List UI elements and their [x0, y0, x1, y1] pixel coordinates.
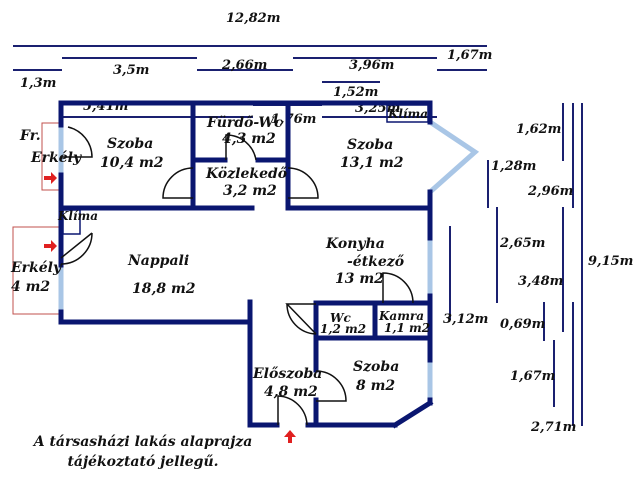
- room-label: -étkező: [347, 254, 405, 270]
- top-dimensions: 12,82m 1,3m 3,5m 2,66m 3,96m 1,67m 1,52m…: [13, 11, 492, 127]
- door-swing: [277, 395, 308, 426]
- dim-label: 0,69m: [500, 317, 545, 332]
- room-label: 13,1 m2: [340, 155, 404, 171]
- door-swing: [61, 126, 93, 158]
- dim-label: 3,12m: [443, 312, 488, 327]
- dim-label: 1,76m: [271, 112, 316, 127]
- dim-label: 3,96m: [349, 58, 394, 73]
- door-swing: [225, 134, 257, 161]
- dim-label: 2,65m: [499, 236, 545, 251]
- room-label: Erkély: [30, 150, 82, 166]
- dim-label: 1,67m: [447, 48, 492, 63]
- dim-label: 2,71m: [530, 420, 576, 435]
- klima-label: Klíma: [387, 107, 428, 121]
- walls: [58, 100, 434, 429]
- dim-label: 2,66m: [221, 58, 267, 73]
- room-labels: Fr. Erkély Szoba 10,4 m2 Fürdő-Wc 4,3 m2…: [10, 107, 430, 400]
- room-label: 4 m2: [11, 279, 50, 295]
- room-label: Konyha: [325, 236, 385, 252]
- doors: [60, 126, 414, 426]
- dim-label: 1,52m: [333, 85, 378, 100]
- right-dimensions: 1,62m 1,28m 2,96m 2,65m 3,48m 9,15m 3,12…: [443, 103, 633, 435]
- dim-label: 1,3m: [20, 76, 56, 91]
- door-swing: [287, 167, 319, 199]
- klima-box: [62, 209, 81, 235]
- room-label: Fr.: [19, 128, 41, 144]
- room-label: Nappali: [127, 253, 189, 269]
- room-label: Közlekedő: [205, 166, 288, 182]
- room-label: 18,8 m2: [132, 281, 196, 297]
- dim-label: 1,28m: [491, 159, 536, 174]
- room-label: Szoba: [347, 137, 393, 153]
- windows: [58, 119, 480, 400]
- door-swing: [60, 232, 93, 265]
- dim-label: 1,62m: [516, 122, 561, 137]
- dim-label: 3,48m: [518, 274, 563, 289]
- door-swing: [286, 303, 317, 335]
- door-swing: [162, 167, 194, 199]
- entry-arrow-icon: [44, 240, 57, 252]
- dim-label: 9,15m: [588, 254, 633, 269]
- bay-window: [428, 119, 480, 194]
- room-label: Előszoba: [252, 366, 322, 382]
- room-label: 10,4 m2: [100, 155, 164, 171]
- dim-label: 2,96m: [527, 184, 573, 199]
- entrance-arrow-icon: [284, 430, 296, 443]
- room-label: Wc: [330, 311, 351, 325]
- room-label: 4,8 m2: [264, 384, 318, 400]
- room-label: 8 m2: [356, 378, 395, 394]
- caption-line1: A társasházi lakás alaprajza: [32, 434, 253, 450]
- caption-line2: tájékoztató jellegű.: [67, 454, 218, 470]
- klima-label: Klíma: [57, 209, 98, 223]
- room-label: 13 m2: [335, 271, 384, 287]
- dim-label-total: 12,82m: [226, 11, 280, 26]
- room-label: 4,3 m2: [222, 131, 276, 147]
- entry-arrow-icon: [44, 172, 57, 184]
- door-swing: [315, 370, 347, 402]
- dim-label: 3,5m: [113, 63, 149, 78]
- dim-label: 1,67m: [510, 369, 555, 384]
- klima-box: [386, 104, 429, 123]
- room-label: 1,1 m2: [384, 321, 430, 335]
- door-swing: [382, 272, 414, 304]
- room-label: Szoba: [107, 136, 153, 152]
- room-label: Szoba: [353, 359, 399, 375]
- room-label: 1,2 m2: [320, 322, 366, 336]
- room-label: Erkély: [10, 260, 62, 276]
- room-label: 3,2 m2: [223, 183, 277, 199]
- room-label: Fürdő-Wc: [206, 115, 283, 131]
- room-label: Kamra: [378, 309, 424, 323]
